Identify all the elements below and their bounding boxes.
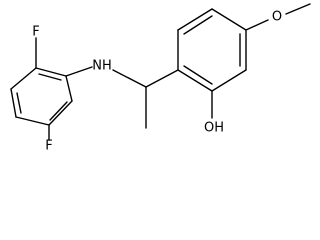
difluorophenyl-ring [10, 67, 73, 126]
ring2-double-bond [183, 65, 213, 85]
ring2-bond [211, 8, 247, 31]
structure-diagram: F F NH O OH [10, 3, 311, 154]
ring1-double-bond [38, 73, 62, 81]
methoxy-oxygen-label: O [272, 10, 282, 25]
ring1-bond [10, 67, 37, 90]
bond-o-methyl [285, 3, 311, 15]
amine-label: NH [92, 59, 112, 74]
ring1-bond [65, 75, 73, 102]
ring1-double-bond [16, 92, 22, 114]
bond-ring-o-methoxy [245, 19, 269, 31]
ring2-double-bond [183, 15, 213, 35]
ring2-bond [211, 69, 247, 92]
bond-ch-ring2 [145, 69, 179, 88]
bond-n-ch [112, 69, 147, 88]
hydroxyl-label: OH [204, 121, 224, 136]
ring2-bond [177, 69, 213, 92]
fluorine-bottom-label: F [45, 139, 52, 154]
ring1-bond [15, 116, 50, 126]
ring1-bond [35, 67, 67, 77]
ring1-bond [48, 100, 73, 126]
ring1-bond [10, 88, 17, 118]
ring1-double-bond [49, 101, 68, 121]
bond-ring-n [65, 66, 93, 77]
ring2-bond [177, 8, 213, 31]
methoxyphenol-ring [177, 8, 247, 92]
fluorine-top-label: F [32, 25, 39, 40]
molecule-drawing: F F NH O OH [10, 3, 311, 154]
